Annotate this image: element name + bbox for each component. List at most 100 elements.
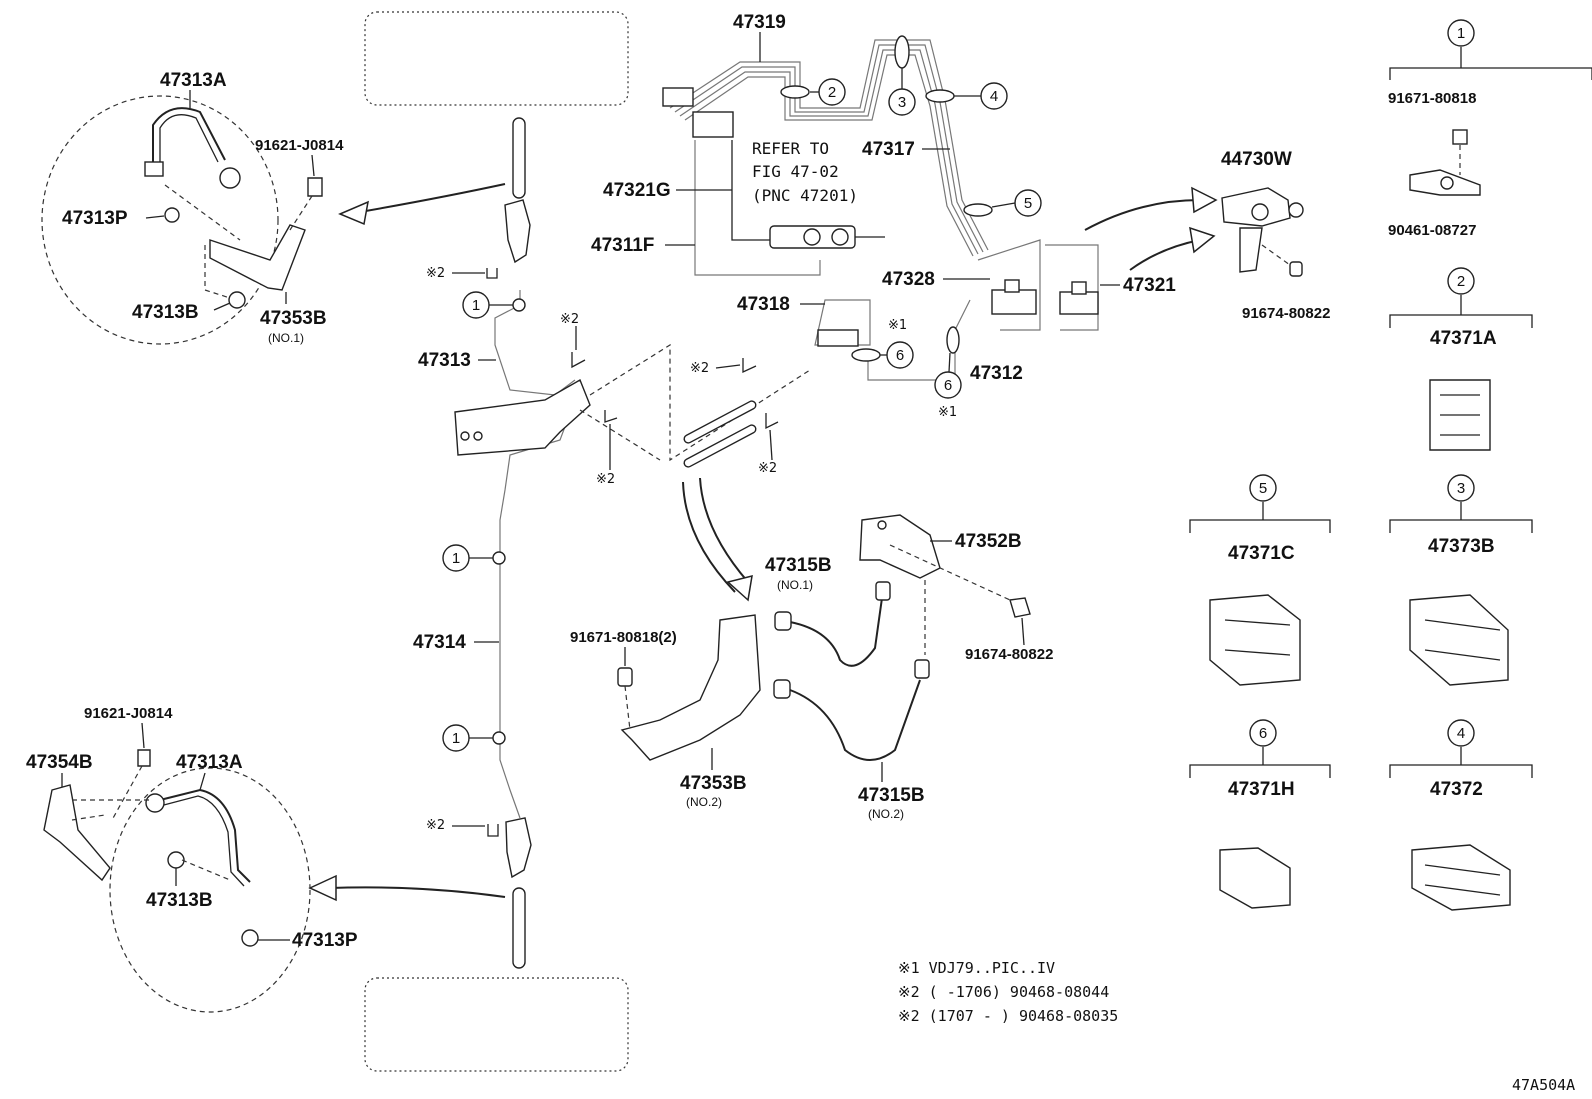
label-47353b-no2: 47353B bbox=[680, 773, 747, 794]
label-47321g: 47321G bbox=[603, 180, 671, 201]
arrow-to-rear-detail bbox=[329, 886, 506, 898]
callout-1-mid: 1 bbox=[452, 550, 460, 567]
clip-x2-d bbox=[742, 358, 757, 374]
hose-fitting-top-b bbox=[144, 161, 164, 177]
valve-47328 bbox=[977, 239, 1041, 331]
arrow-head-44730w-upper bbox=[1191, 186, 1218, 214]
legend-5-part: 47371C bbox=[1228, 543, 1295, 564]
master-cylinder bbox=[769, 225, 885, 249]
lower-hose-bracket bbox=[505, 817, 532, 879]
bolt-91621-j0814-bot-guide bbox=[111, 765, 143, 821]
clip-x2-a bbox=[486, 268, 498, 279]
detail-bot-guide bbox=[71, 799, 150, 821]
label-91674-80822-b: 91674-80822 bbox=[965, 646, 1053, 663]
clip-47313p-bot bbox=[241, 929, 259, 947]
detail-top-guide bbox=[164, 184, 241, 299]
pipe-bundle-47319 bbox=[669, 39, 989, 257]
label-47328: 47328 bbox=[882, 269, 935, 290]
bolt-91671-80818 bbox=[617, 667, 633, 731]
label-47313b-bot: 47313B bbox=[146, 890, 213, 911]
legend-callout-3: 3 bbox=[1457, 480, 1465, 497]
arrow-head-front bbox=[338, 200, 369, 226]
label-44730w: 44730W bbox=[1221, 149, 1292, 170]
bolt-91621-j0814-top-guide bbox=[289, 195, 313, 231]
legend-group-2 bbox=[1389, 295, 1533, 451]
legend-group-1 bbox=[1389, 47, 1592, 196]
legend-group-3 bbox=[1389, 502, 1533, 686]
label-91621-j0814-bot: 91621-J0814 bbox=[84, 705, 173, 722]
callout-2-top: 2 bbox=[828, 84, 836, 101]
plate-hole-a bbox=[460, 431, 470, 441]
label-47321: 47321 bbox=[1123, 275, 1176, 296]
bolt-91674-80822-a bbox=[1261, 244, 1303, 277]
refer-line-1: REFER TO bbox=[752, 139, 829, 158]
bracket-47352b bbox=[859, 514, 941, 579]
label-91671-80818-2: 91671-80818(2) bbox=[570, 629, 677, 646]
lower-rod bbox=[512, 887, 526, 969]
arrow-to-44730w-upper bbox=[1084, 199, 1201, 231]
legend-1-part-a: 91671-80818 bbox=[1388, 90, 1476, 107]
rear-detail-circle bbox=[109, 767, 311, 1013]
callout-4-top: 4 bbox=[990, 88, 998, 105]
legend-callout-2: 2 bbox=[1457, 273, 1465, 290]
arrow-head-rear bbox=[308, 874, 337, 902]
hose-47313a-bot-inner bbox=[159, 795, 245, 887]
label-47314: 47314 bbox=[413, 632, 466, 653]
junction-plate bbox=[454, 378, 591, 456]
pipe-47311f bbox=[694, 140, 821, 276]
legend-2-part: 47371A bbox=[1430, 328, 1497, 349]
arrow-to-hose-detail-2 bbox=[699, 477, 749, 583]
callout-3-top: 3 bbox=[898, 94, 906, 111]
note-x2-a: ※2 ( -1706) 90468-08044 bbox=[898, 983, 1109, 1001]
hose-47315b-no1 bbox=[774, 581, 891, 667]
bracket-47353b-no2 bbox=[620, 614, 761, 761]
arrow-head-44730w-lower bbox=[1189, 226, 1216, 254]
label-47354b: 47354B bbox=[26, 752, 93, 773]
hose-47313a-bot bbox=[159, 788, 251, 883]
arrow-to-44730w-lower bbox=[1129, 239, 1201, 271]
hose-47313a-top bbox=[152, 107, 226, 170]
label-47317: 47317 bbox=[862, 139, 915, 160]
rear-axle-reference-box bbox=[364, 977, 629, 1072]
refer-line-2: FIG 47-02 bbox=[752, 162, 839, 181]
valve-47321 bbox=[1045, 244, 1099, 331]
label-47315b-no2: 47315B bbox=[858, 785, 925, 806]
label-47352b: 47352B bbox=[955, 531, 1022, 552]
mark-x1-a: ※1 bbox=[888, 318, 907, 333]
bolt-47313b-bot bbox=[167, 851, 185, 869]
figure-id: 47A504A bbox=[1512, 1076, 1575, 1094]
label-47311f: 47311F bbox=[591, 235, 654, 256]
legend-group-4 bbox=[1389, 747, 1533, 911]
pipe-47313 bbox=[494, 290, 576, 396]
clip-x2-e bbox=[765, 413, 779, 430]
legend-group-5 bbox=[1189, 502, 1331, 686]
pipe-block bbox=[662, 87, 694, 107]
pin-pair bbox=[683, 400, 757, 468]
hose-47315b-no2 bbox=[773, 659, 930, 761]
hose-47313a-top-inner bbox=[159, 114, 219, 170]
hose-fitting-top-a bbox=[219, 167, 241, 189]
bracket-47353b-no1 bbox=[209, 224, 306, 291]
legend-6-part: 47371H bbox=[1228, 779, 1295, 800]
label-47315b-no1: 47315B bbox=[765, 555, 832, 576]
clamp-oval-6a bbox=[851, 348, 881, 362]
bracket-47354b bbox=[43, 784, 111, 882]
callout-1-low: 1 bbox=[452, 730, 460, 747]
clamp-point-low bbox=[492, 731, 506, 745]
label-47313a-top: 47313A bbox=[160, 70, 227, 91]
clamp-oval-6b bbox=[946, 326, 960, 354]
label-47353b-top-sub: (NO.1) bbox=[268, 331, 304, 345]
mark-x1-b: ※1 bbox=[938, 405, 957, 420]
label-47318: 47318 bbox=[737, 294, 790, 315]
label-47353b-no2-sub: (NO.2) bbox=[686, 795, 722, 809]
clip-x2-f bbox=[487, 824, 499, 837]
label-47315b-no2-sub: (NO.2) bbox=[868, 807, 904, 821]
clip-47313p-top bbox=[164, 207, 180, 223]
plate-hole-b bbox=[473, 431, 483, 441]
mark-x2-c: ※2 bbox=[596, 472, 615, 487]
callout-leaders bbox=[469, 68, 1016, 739]
legend-3-part: 47373B bbox=[1428, 536, 1495, 557]
mark-x2-e: ※2 bbox=[758, 461, 777, 476]
clamp-oval-4 bbox=[925, 89, 955, 103]
clamp-oval-5 bbox=[963, 203, 993, 217]
